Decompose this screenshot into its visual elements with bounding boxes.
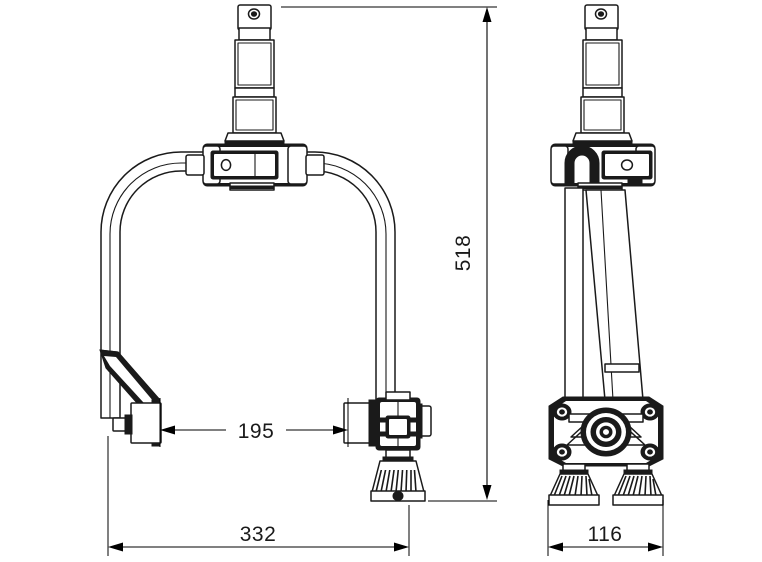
side-legs (564, 187, 644, 409)
front-view (99, 4, 432, 502)
dimension-overall-depth: 116 (547, 500, 664, 556)
center-clamp-block-side (550, 143, 656, 191)
dimension-label-116: 116 (588, 523, 623, 546)
center-clamp-block-front (185, 143, 325, 191)
plate-eyelets (552, 403, 660, 461)
right-hub-assembly-front (343, 391, 432, 502)
side-view (548, 4, 664, 506)
dimension-foot-spacing: 195 (159, 398, 349, 447)
dimension-label-195: 195 (238, 420, 275, 443)
lower-plate-assembly-side (548, 396, 664, 467)
dimension-overall-height: 518 (281, 6, 497, 502)
dimension-label-332: 332 (240, 523, 277, 546)
dimension-label-518: 518 (452, 235, 475, 272)
handlebar-loop-tube (100, 151, 396, 419)
telescoping-stem-side (572, 4, 633, 145)
side-brush-feet (548, 463, 664, 506)
dimension-overall-width: 332 (107, 436, 410, 556)
telescoping-stem-front (224, 4, 285, 145)
left-foot-pad-front (112, 399, 162, 447)
